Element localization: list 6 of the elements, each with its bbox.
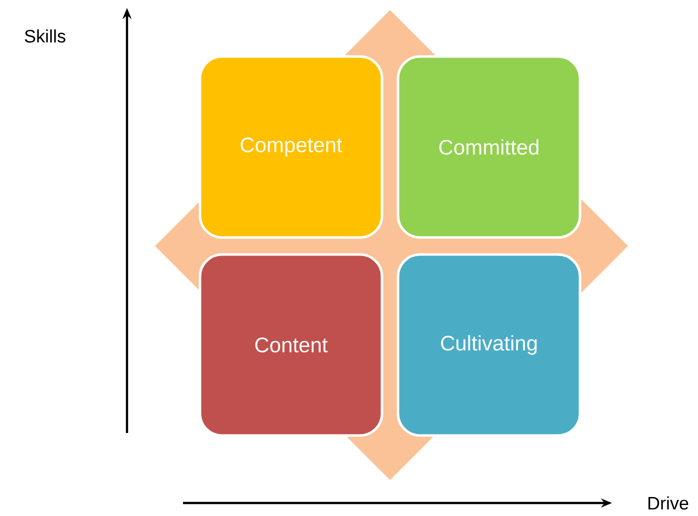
quadrant-box: Committed	[396, 55, 582, 239]
quadrant-box: Content	[198, 253, 384, 437]
quadrant-box: Competent	[198, 55, 384, 239]
quadrant-box: Cultivating	[396, 253, 582, 437]
axis-label: Skills	[24, 29, 66, 43]
axis-label: Drive	[648, 496, 688, 510]
